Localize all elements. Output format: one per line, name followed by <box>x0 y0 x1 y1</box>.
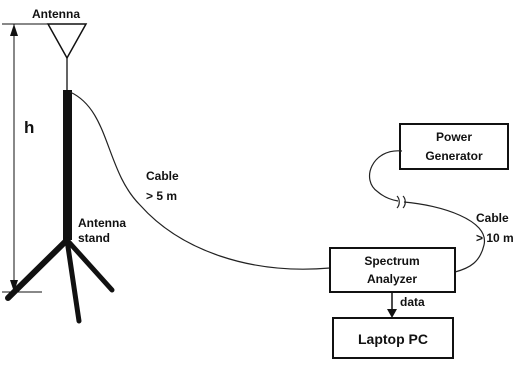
power-generator-label-line1: Power <box>436 130 472 144</box>
cable-right-label-line2: > 10 m <box>476 231 514 245</box>
cable-generator-to-analyzer-upper <box>368 150 403 202</box>
antenna-stand-label-line2: stand <box>78 231 110 245</box>
antenna-icon <box>46 23 88 90</box>
laptop-pc-box <box>332 317 454 359</box>
laptop-pc-label: Laptop PC <box>358 331 428 347</box>
data-label: data <box>400 295 425 309</box>
power-generator-box <box>399 123 509 170</box>
spectrum-analyzer-label-line1: Spectrum <box>364 254 419 268</box>
power-generator-label-line2: Generator <box>425 149 483 163</box>
cable-right-label-line1: Cable <box>476 211 509 225</box>
height-label: h <box>24 118 34 137</box>
height-dimension <box>2 23 48 293</box>
cable-left-label-line1: Cable <box>146 169 179 183</box>
cable-antenna-to-analyzer <box>69 91 331 270</box>
cable-left-label-line2: > 5 m <box>146 189 177 203</box>
spectrum-analyzer-label-line2: Analyzer <box>367 272 417 286</box>
antenna-stand-icon <box>5 90 115 324</box>
data-arrow-icon <box>387 292 397 318</box>
height-arrow-bottom-icon <box>10 280 18 292</box>
spectrum-analyzer-box <box>329 247 456 293</box>
antenna-stand-label-line1: Antenna <box>78 216 126 230</box>
antenna-label: Antenna <box>32 7 80 21</box>
cable-generator-to-analyzer-lower <box>403 201 485 273</box>
height-arrow-top-icon <box>10 24 18 36</box>
